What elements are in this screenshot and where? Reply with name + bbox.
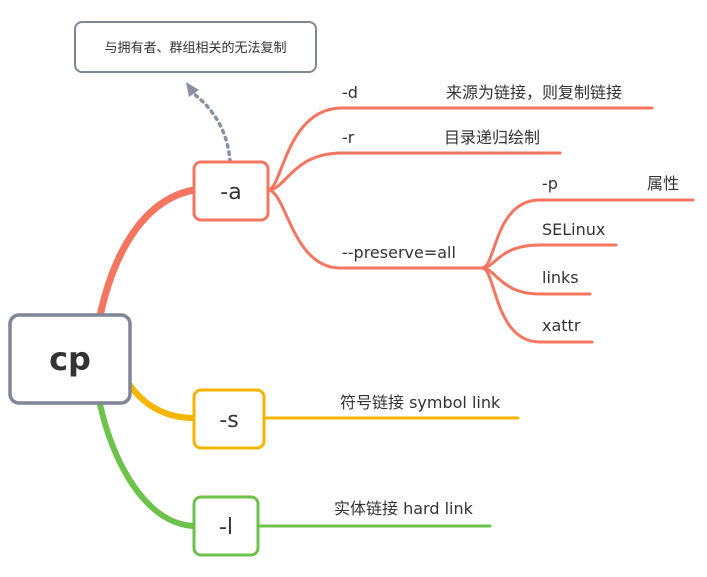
branch-l-node[interactable]: -l xyxy=(192,495,260,557)
preserve-p-desc[interactable]: 属性 xyxy=(647,174,679,193)
branch-a-node[interactable]: -a xyxy=(192,160,270,222)
root-node[interactable]: cp xyxy=(8,313,132,405)
a-r-flag[interactable]: -r xyxy=(342,128,355,147)
preserve-p-label[interactable]: -p xyxy=(542,174,558,193)
a-r-connector xyxy=(266,151,562,192)
preserve-links-label[interactable]: links xyxy=(542,268,579,287)
branch-s-connector xyxy=(127,382,197,421)
preserve-children xyxy=(480,198,695,344)
callout-text: 与拥有者、群组相关的无法复制 xyxy=(104,40,286,56)
callout-arrowhead xyxy=(186,82,199,97)
preserve-selinux-label[interactable]: SELinux xyxy=(542,220,605,239)
branch-l-label: -l xyxy=(219,515,233,540)
branch-a-label: -a xyxy=(220,180,241,205)
s-desc[interactable]: 符号链接 symbol link xyxy=(340,393,501,412)
branch-a-children xyxy=(266,106,654,270)
a-d-connector xyxy=(266,106,654,192)
preserve-xattr-connector xyxy=(480,266,594,344)
callout-box[interactable]: 与拥有者、群组相关的无法复制 xyxy=(74,21,317,73)
a-d-desc[interactable]: 来源为链接，则复制链接 xyxy=(446,83,622,102)
l-desc[interactable]: 实体链接 hard link xyxy=(334,499,474,518)
branch-a-connector xyxy=(96,186,198,320)
root-label: cp xyxy=(49,340,91,378)
a-preserve-connector xyxy=(266,188,484,270)
a-d-flag[interactable]: -d xyxy=(342,83,358,102)
branch-l-connector xyxy=(97,401,197,529)
preserve-selinux-connector xyxy=(480,243,618,270)
preserve-p-connector xyxy=(480,198,695,270)
a-r-desc[interactable]: 目录递归绘制 xyxy=(444,128,540,147)
a-preserve-flag[interactable]: --preserve=all xyxy=(342,243,456,262)
branch-s-label: -s xyxy=(219,408,238,433)
callout-dotted-arrow xyxy=(192,92,232,164)
preserve-xattr-label[interactable]: xattr xyxy=(542,316,581,335)
branch-s-node[interactable]: -s xyxy=(192,388,266,450)
